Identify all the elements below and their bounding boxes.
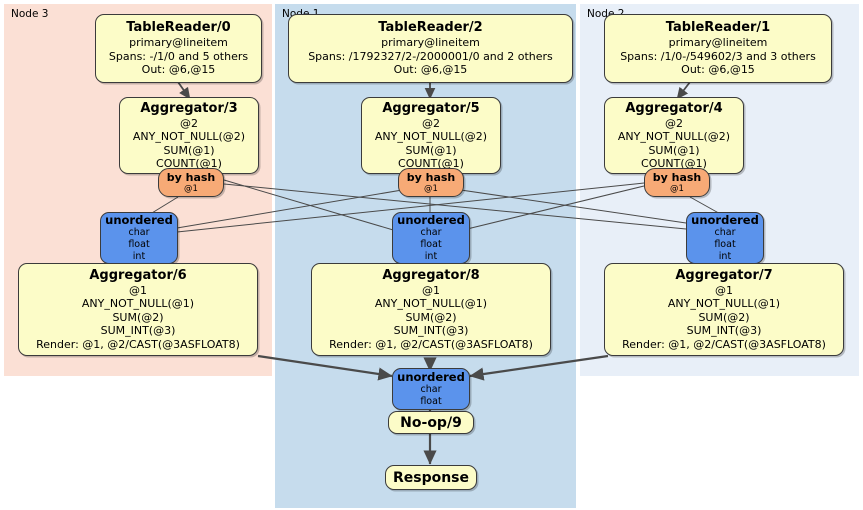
sync-title: unordered (691, 213, 759, 227)
node-line: ANY_NOT_NULL(@2) (374, 130, 488, 143)
node-line: SUM(@1) (648, 143, 700, 157)
node-line: ANY_NOT_NULL(@1) (667, 297, 781, 311)
sync-line: char (714, 227, 736, 238)
node-line: Render: @1, @2/CAST(@3ASFLOAT8) (329, 337, 533, 351)
node-line: SUM_INT(@3) (393, 324, 469, 338)
node-title: TableReader/0 (126, 20, 231, 36)
router-by-hash-center[interactable]: by hash @1 (398, 168, 464, 197)
node-line: ANY_NOT_NULL(@1) (374, 297, 488, 311)
node-line: Render: @1, @2/CAST(@3ASFLOAT8) (36, 337, 240, 351)
node-title: TableReader/2 (378, 20, 483, 36)
node-title: No-op/9 (400, 414, 462, 431)
router-title: by hash (406, 171, 456, 184)
router-line: @1 (184, 184, 198, 194)
node-line: SUM(@2) (112, 310, 164, 324)
router-by-hash-right[interactable]: by hash @1 (644, 168, 710, 197)
sync-title: unordered (397, 213, 465, 227)
node-aggregator-7[interactable]: Aggregator/7 @1 ANY_NOT_NULL(@1) SUM(@2)… (604, 263, 844, 356)
node-aggregator-8[interactable]: Aggregator/8 @1 ANY_NOT_NULL(@1) SUM(@2)… (311, 263, 551, 356)
node-line: ANY_NOT_NULL(@2) (617, 130, 731, 143)
node-title: Aggregator/4 (625, 100, 723, 116)
node-aggregator-3[interactable]: Aggregator/3 @2 ANY_NOT_NULL(@2) SUM(@1)… (119, 97, 259, 174)
node-line: @2 (665, 116, 683, 130)
node-line: COUNT(@1) (641, 157, 707, 170)
node-title: TableReader/1 (665, 20, 771, 36)
node-title: Response (392, 469, 470, 486)
synchronizer-unordered-right[interactable]: unordered char float int (686, 212, 764, 264)
sync-line: char (420, 384, 442, 395)
node-panel-label-node3: Node 3 (11, 8, 49, 20)
node-tablereader-0[interactable]: TableReader/0 primary@lineitem Spans: -/… (95, 14, 262, 83)
node-line: COUNT(@1) (156, 157, 222, 170)
sync-line: float (714, 239, 736, 250)
node-line: primary@lineitem (129, 36, 228, 50)
node-response[interactable]: Response (385, 465, 477, 490)
node-line: SUM(@2) (698, 310, 750, 324)
node-line: Out: @6,@15 (141, 63, 216, 77)
sync-title: unordered (105, 213, 173, 227)
synchronizer-unordered-center[interactable]: unordered char float int (392, 212, 470, 264)
node-line: Spans: -/1/0 and 5 others (108, 49, 249, 63)
node-aggregator-4[interactable]: Aggregator/4 @2 ANY_NOT_NULL(@2) SUM(@1)… (604, 97, 744, 174)
router-title: by hash (166, 171, 216, 184)
node-line: Render: @1, @2/CAST(@3ASFLOAT8) (622, 337, 826, 351)
router-line: @1 (670, 184, 684, 194)
node-line: @2 (180, 116, 198, 130)
node-tablereader-1[interactable]: TableReader/1 primary@lineitem Spans: /1… (604, 14, 832, 83)
node-line: Spans: /1792327/2-/2000001/0 and 2 other… (308, 49, 553, 63)
router-line: @1 (424, 184, 438, 194)
node-line: SUM_INT(@3) (686, 324, 762, 338)
node-title: Aggregator/5 (382, 100, 480, 116)
sync-line: char (128, 227, 150, 238)
node-line: primary@lineitem (668, 36, 768, 50)
node-title: Aggregator/8 (382, 267, 480, 283)
router-title: by hash (652, 171, 702, 184)
node-line: @1 (715, 283, 733, 297)
router-by-hash-left[interactable]: by hash @1 (158, 168, 224, 197)
node-line: primary@lineitem (381, 36, 480, 50)
synchronizer-unordered-left[interactable]: unordered char float int (100, 212, 178, 264)
synchronizer-unordered-final[interactable]: unordered char float (392, 368, 470, 410)
node-line: Out: @6,@15 (393, 63, 468, 77)
node-title: Aggregator/7 (675, 267, 773, 283)
sync-line: int (132, 251, 146, 262)
sync-line: int (424, 251, 438, 262)
node-line: SUM_INT(@3) (100, 324, 176, 338)
node-line: SUM(@1) (405, 143, 457, 157)
node-line: SUM(@1) (163, 143, 215, 157)
node-aggregator-6[interactable]: Aggregator/6 @1 ANY_NOT_NULL(@1) SUM(@2)… (18, 263, 258, 356)
node-line: Out: @6,@15 (681, 63, 755, 77)
sync-line: float (128, 239, 150, 250)
sync-line: float (420, 239, 442, 250)
node-title: Aggregator/3 (140, 100, 238, 116)
node-title: Aggregator/6 (89, 267, 187, 283)
sync-title: unordered (397, 370, 465, 384)
sync-line: char (420, 227, 442, 238)
node-line: ANY_NOT_NULL(@2) (132, 130, 246, 143)
sync-line: float (420, 396, 442, 407)
node-aggregator-5[interactable]: Aggregator/5 @2 ANY_NOT_NULL(@2) SUM(@1)… (361, 97, 501, 174)
sync-line: int (718, 251, 732, 262)
node-no-op-9[interactable]: No-op/9 (388, 411, 474, 434)
node-line: @1 (422, 283, 440, 297)
node-line: ANY_NOT_NULL(@1) (81, 297, 195, 311)
node-line: SUM(@2) (405, 310, 457, 324)
node-line: Spans: /1/0-/549602/3 and 3 others (620, 49, 816, 63)
node-line: @2 (422, 116, 440, 130)
node-tablereader-2[interactable]: TableReader/2 primary@lineitem Spans: /1… (288, 14, 573, 83)
node-line: @1 (129, 283, 147, 297)
node-line: COUNT(@1) (398, 157, 464, 170)
